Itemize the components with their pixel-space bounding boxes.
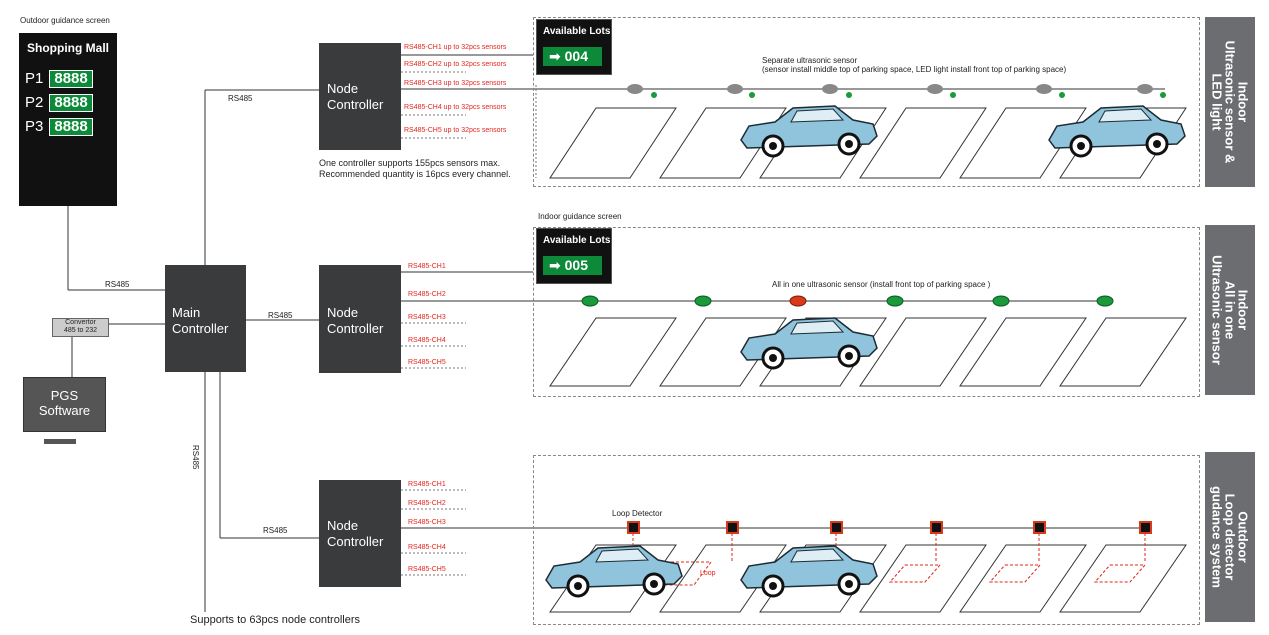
controller-note: One controller supports 155pcs sensors m… — [319, 158, 511, 180]
channel-label: RS485-CH5 — [408, 566, 446, 573]
car-icon — [740, 545, 878, 598]
main-controller: Main Controller — [165, 265, 246, 372]
screen-row: P2 8888 — [25, 91, 93, 115]
available-lots-title: Available Lots — [543, 26, 611, 37]
channel-label: RS485-CH2 up to 32pcs sensors — [404, 61, 507, 68]
indoor-screen-caption: Indoor guidance screen — [538, 212, 622, 221]
row-value: 8888 — [49, 94, 93, 112]
screen-row: P3 8888 — [25, 115, 93, 139]
channel-label: RS485-CH4 — [408, 337, 446, 344]
car-icon — [1048, 105, 1186, 158]
channel-label: RS485-CH5 — [408, 359, 446, 366]
zone-indoor-all-in-one — [533, 227, 1200, 397]
screen-title: Shopping Mall — [27, 41, 109, 55]
pgs-sub-label: Software — [38, 403, 91, 418]
all-in-one-sensors — [581, 295, 1114, 307]
rs485-label: RS485 — [228, 94, 253, 103]
channel-label: RS485-CH4 up to 32pcs sensors — [404, 104, 507, 111]
node-label: Node — [327, 81, 359, 96]
node-label: Node — [327, 518, 359, 533]
row-value: 8888 — [49, 118, 93, 136]
node-sub-label: Controller — [327, 534, 384, 549]
ultrasonic-sensors-zone1 — [627, 84, 1166, 98]
available-lots-value: 004 — [564, 48, 588, 64]
side-label-text: Indoor Ultrasonic sensor & LED light — [1209, 40, 1251, 164]
loop-label: Loop — [700, 570, 716, 577]
convertor-label: Convertor — [65, 319, 96, 326]
car-icon — [545, 545, 683, 598]
row-value: 8888 — [49, 70, 93, 88]
node-label: Node — [327, 305, 359, 320]
note-line: Recommended quantity is 16pcs every chan… — [319, 169, 511, 179]
rs485-label: RS485 — [263, 526, 288, 535]
sensor-desc: (sensor install middle top of parking sp… — [762, 65, 1067, 74]
available-lots-screen-2: Available Lots ➡ 005 — [536, 228, 612, 284]
available-lots-value: 005 — [564, 257, 588, 273]
convertor-box: Convertor 485 to 232 — [52, 318, 109, 337]
channel-label: RS485-CH4 — [408, 544, 446, 551]
available-lots-value-box: ➡ 005 — [543, 256, 602, 275]
rs485-label: RS485 — [268, 311, 293, 320]
row-label: P2 — [25, 94, 44, 111]
screen-rows: P1 8888 P2 8888 P3 8888 — [25, 67, 93, 139]
channel-label: RS485-CH3 — [408, 519, 446, 526]
available-lots-title: Available Lots — [543, 235, 611, 246]
node-sub-label: Controller — [327, 321, 384, 336]
monitor-stand — [44, 439, 76, 444]
rs485-label: RS485 — [105, 280, 130, 289]
zone3-side-label: Outdoor Loop detector gudance system — [1205, 452, 1255, 622]
convertor-sub-label: 485 to 232 — [63, 327, 98, 334]
channel-label: RS485-CH1 — [408, 481, 446, 488]
channel-label: RS485-CH2 — [408, 291, 446, 298]
loop-detectors — [627, 521, 1152, 534]
side-label-text: Outdoor Loop detector gudance system — [1209, 486, 1251, 588]
zone1-side-label: Indoor Ultrasonic sensor & LED light — [1205, 17, 1255, 187]
sensor-description: Separate ultrasonic sensor (sensor insta… — [762, 56, 1066, 74]
channel-label: RS485-CH5 up to 32pcs sensors — [404, 127, 507, 134]
available-lots-screen-1: Available Lots ➡ 004 — [536, 19, 612, 75]
car-icon — [740, 105, 878, 158]
pgs-software-monitor: PGS Software — [23, 377, 106, 432]
screen-row: P1 8888 — [25, 67, 93, 91]
loop-detector-label: Loop Detector — [612, 509, 663, 518]
row-label: P3 — [25, 118, 44, 135]
car-icon — [740, 317, 878, 370]
note-line: One controller supports 155pcs sensors m… — [319, 158, 501, 168]
available-lots-value-box: ➡ 004 — [543, 47, 602, 66]
channel-label: RS485-CH3 — [408, 314, 446, 321]
outdoor-screen-caption: Outdoor guidance screen — [20, 16, 110, 25]
footer-note: Supports to 63pcs node controllers — [190, 614, 360, 626]
sensor-description: All in one ultrasonic sensor (install fr… — [772, 280, 991, 289]
pgs-label: PGS — [50, 388, 79, 403]
zone2-side-label: Indoor All in one Ultrasonic sensor — [1205, 225, 1255, 395]
channel-label: RS485-CH1 — [408, 263, 446, 270]
channel-label: RS485-CH3 up to 32pcs sensors — [404, 80, 507, 87]
loop-coils — [632, 533, 1147, 586]
sensor-title: Separate ultrasonic sensor — [762, 56, 858, 65]
row-label: P1 — [25, 70, 44, 87]
side-label-text: Indoor All in one Ultrasonic sensor — [1209, 255, 1251, 365]
channel-label: RS485-CH2 — [408, 500, 446, 507]
channel-label: RS485-CH1 up to 32pcs sensors — [404, 44, 507, 51]
main-controller-sub-label: Controller — [172, 321, 229, 336]
zone-outdoor-loop — [533, 455, 1200, 625]
main-controller-label: Main — [172, 305, 201, 320]
zone-indoor-ultrasonic — [533, 17, 1200, 187]
outdoor-guidance-screen: Shopping Mall P1 8888 P2 8888 P3 8888 — [19, 33, 117, 206]
node-sub-label: Controller — [327, 97, 384, 112]
rs485-label-vertical: RS485 — [191, 445, 200, 470]
parking-spaces-zone3 — [549, 544, 1187, 613]
